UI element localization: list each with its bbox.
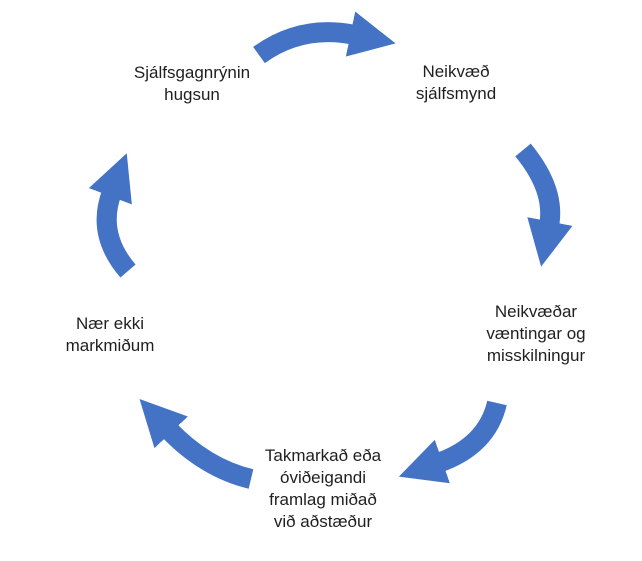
arrow-left-icon: [88, 153, 136, 278]
node-naer-ekki-markmidum: Nær ekki markmiðum: [65, 314, 155, 355]
node-sjalfsgagnrynin-hugsun: Sjálfsgagnrýnin hugsun: [133, 63, 251, 104]
node-takmarkad-eda-ovideigandi-framlag: Takmarkað eða óviðeigandi framlag miðað …: [264, 446, 382, 531]
arrow-right-icon: [515, 143, 573, 267]
arrow-top-icon: [253, 11, 396, 64]
node-neikvaedar-vaentingar-og-misskilningur: Neikvæðar væntingar og misskilningur: [486, 302, 586, 365]
arrow-bottom-left-icon: [139, 398, 254, 489]
arrow-bottom-right-icon: [398, 400, 507, 484]
node-neikvaed-sjalfsmynd: Neikvæð sjálfsmynd: [415, 62, 497, 103]
